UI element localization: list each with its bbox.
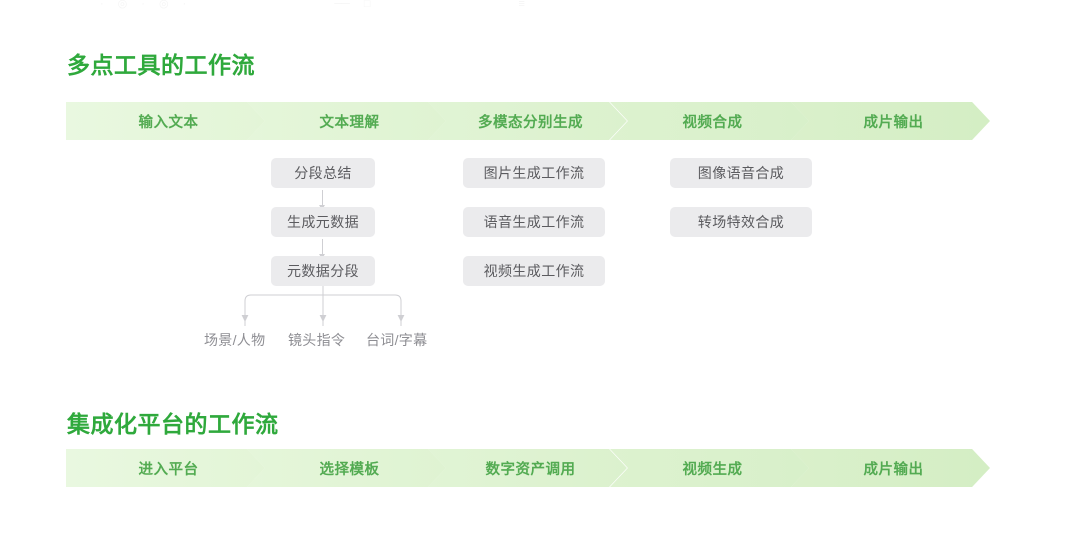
chevron-step-label: 成片输出 xyxy=(863,461,924,478)
crop-glyph: ── xyxy=(334,0,350,9)
branch-leaf-label: 镜头指令 xyxy=(288,332,346,348)
chevron-shape xyxy=(610,449,809,487)
crop-glyph: ◎ xyxy=(117,0,128,9)
crop-glyph: ◎ xyxy=(158,0,169,9)
node-box[interactable]: 图像语音合成 xyxy=(670,158,812,188)
chevron-step-label: 文本理解 xyxy=(319,114,380,131)
node-box[interactable]: 图片生成工作流 xyxy=(463,158,605,188)
chevron-step-final-output[interactable]: 成片输出 xyxy=(791,102,990,140)
connector-stem xyxy=(322,190,323,209)
crop-glyph: · xyxy=(141,0,145,9)
chevron-step-video-generation[interactable]: 视频生成 xyxy=(610,449,809,487)
node-box[interactable]: 语音生成工作流 xyxy=(463,207,605,237)
crop-glyph: □ xyxy=(363,0,371,9)
chevron-shape xyxy=(428,102,627,140)
node-box[interactable]: 转场特效合成 xyxy=(670,207,812,237)
chevron-step-text-understanding[interactable]: 文本理解 xyxy=(247,102,446,140)
chevron-step-final-output[interactable]: 成片输出 xyxy=(791,449,990,487)
node-box[interactable]: 分段总结 xyxy=(271,158,375,188)
chevron-step-label: 成片输出 xyxy=(863,114,924,131)
chevron-step-label: 选择模板 xyxy=(319,461,380,478)
chevron-step-input-text[interactable]: 输入文本 xyxy=(66,102,265,140)
chevron-step-label: 输入文本 xyxy=(138,114,199,131)
chevron-shape xyxy=(66,449,265,487)
node-box[interactable]: 生成元数据 xyxy=(271,207,375,237)
chevron-shape xyxy=(428,449,627,487)
process-chevron-bar-integrated-platform: 进入平台 选择模板 数字资产 xyxy=(66,449,990,487)
chevron-step-select-template[interactable]: 选择模板 xyxy=(247,449,446,487)
chevron-step-label: 视频合成 xyxy=(682,114,743,131)
connector-stem xyxy=(322,239,323,258)
chevron-step-label: 多模态分别生成 xyxy=(478,114,583,131)
crop-glyph: ≡ xyxy=(518,0,525,9)
chevron-step-multimodal-generation[interactable]: 多模态分别生成 xyxy=(428,102,627,140)
chevron-shape xyxy=(247,449,446,487)
node-box[interactable]: 元数据分段 xyxy=(271,256,375,286)
chevron-shape xyxy=(791,102,990,140)
chevron-step-label: 数字资产调用 xyxy=(485,461,576,478)
cropped-toolbar-remnant: · ◎ · ◎ · ── □ ≡ xyxy=(100,0,920,9)
chevron-step-label: 视频生成 xyxy=(682,461,743,478)
branch-leaf-label: 台词/字幕 xyxy=(366,332,428,348)
chevron-shape xyxy=(66,102,265,140)
crop-glyph: · xyxy=(100,0,104,9)
section-title-multi-tool: 多点工具的工作流 xyxy=(67,52,255,78)
chevron-step-video-composition[interactable]: 视频合成 xyxy=(610,102,809,140)
chevron-step-enter-platform[interactable]: 进入平台 xyxy=(66,449,265,487)
chevron-shape xyxy=(247,102,446,140)
node-box[interactable]: 视频生成工作流 xyxy=(463,256,605,286)
chevron-step-label: 进入平台 xyxy=(138,461,199,478)
branch-leaf-label: 场景/人物 xyxy=(204,332,266,348)
chevron-step-digital-asset-invocation[interactable]: 数字资产调用 xyxy=(428,449,627,487)
process-chevron-bar-multi-tool: 输入文本 文本理解 多模态分 xyxy=(66,102,990,140)
branch-connector xyxy=(233,286,413,326)
chevron-shape xyxy=(610,102,809,140)
crop-glyph: · xyxy=(182,0,187,9)
chevron-shape xyxy=(791,449,990,487)
section-title-integrated-platform: 集成化平台的工作流 xyxy=(67,411,279,437)
branch-shape xyxy=(241,286,405,326)
